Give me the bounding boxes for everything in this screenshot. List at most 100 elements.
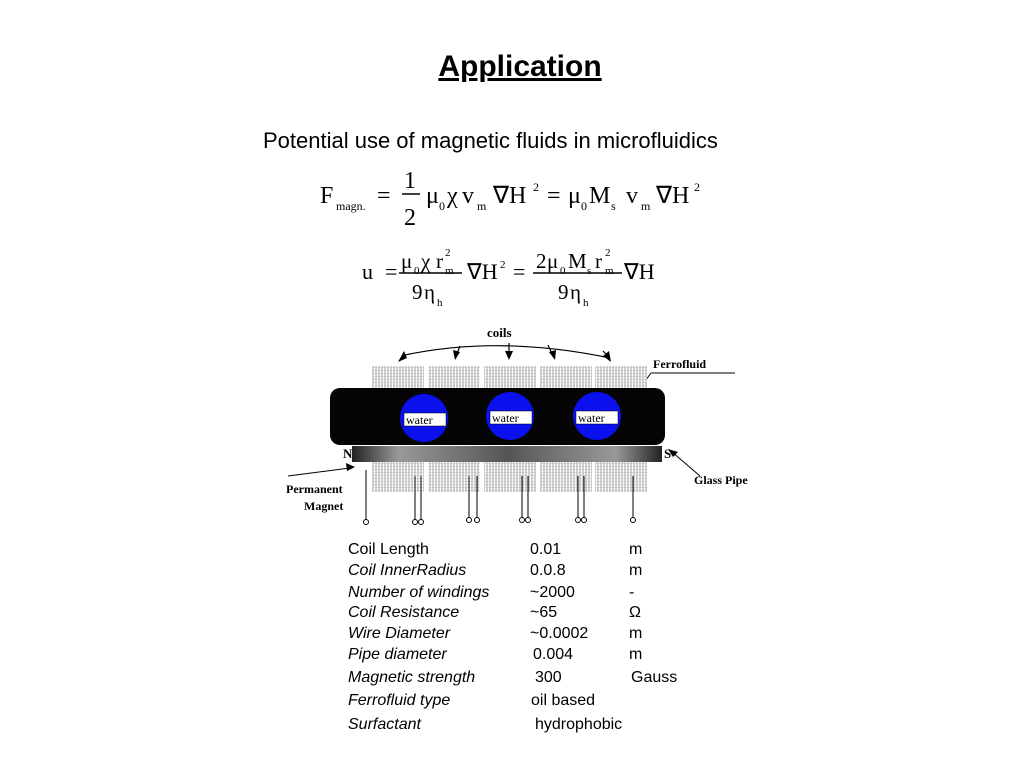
- coil-wires: [363, 470, 636, 525]
- eq1-v1-sub: m: [477, 199, 487, 213]
- slide-subtitle: Potential use of magnetic fluids in micr…: [263, 128, 718, 153]
- spec-label: Ferrofluid type: [348, 692, 451, 709]
- eq2-bigm: M: [568, 249, 587, 273]
- spec-value: oil based: [531, 692, 596, 709]
- eq1-nabla2: ∇H: [655, 183, 689, 209]
- spec-label: Pipe diameter: [348, 646, 447, 663]
- spec-unit: m: [629, 625, 643, 642]
- eq1-v1: v: [462, 183, 474, 209]
- eq2-eta1: η: [424, 280, 435, 304]
- eq2-r2-sup: 2: [605, 247, 611, 259]
- glass-pipe-leader: [671, 451, 701, 477]
- eq1-den: 2: [404, 205, 416, 231]
- eq2-eta2: η: [570, 280, 581, 304]
- eq1-mu2-sub: 0: [581, 199, 587, 213]
- coil-arrowhead-1: [398, 351, 407, 362]
- eq1-sup2: 2: [694, 180, 700, 194]
- eq1-bigm-sub: s: [611, 199, 616, 213]
- coil-top-2: [428, 366, 480, 388]
- magnet-leader: [287, 467, 351, 477]
- magnet-arrowhead: [346, 463, 355, 471]
- eq1-v2-sub: m: [641, 199, 651, 213]
- eq2-nine1: 9: [412, 280, 423, 304]
- eq1-v2: v: [626, 183, 638, 209]
- glass-pipe-arrowhead: [668, 449, 678, 457]
- eq2-eta1-sub: h: [437, 297, 443, 309]
- spec-label: Wire Diameter: [348, 625, 451, 642]
- eq1-f: F: [320, 183, 333, 209]
- spec-value: hydrophobic: [535, 716, 623, 733]
- force-equation: F magn. = 1 2 μ 0 χ v m ∇H 2 = μ 0 M s v…: [0, 0, 1024, 245]
- eq2-r1-sub: m: [445, 265, 454, 277]
- coil-bottom-5: [595, 462, 647, 492]
- water-label-box-3: [575, 410, 619, 425]
- eq1-nabla1: ∇H: [492, 183, 526, 209]
- eq1-num: 1: [404, 168, 416, 194]
- eq2-eq1: =: [385, 259, 397, 284]
- coil-arrowhead-5: [603, 351, 611, 362]
- ferrofluid-pump-diagram: coils Ferrofluid water water water: [275, 320, 765, 535]
- coil-arrowhead-4: [549, 350, 556, 360]
- eq2-eq2: =: [513, 259, 525, 284]
- eq2-r2: r: [595, 249, 602, 273]
- spec-value: 0.0.8: [530, 562, 566, 579]
- water-label-3: water: [578, 411, 605, 425]
- eq1-mu2: μ: [568, 183, 581, 209]
- spec-value: 0.004: [533, 646, 574, 663]
- eq2-mu2: μ: [547, 249, 558, 273]
- water-label-box-2: [489, 410, 533, 425]
- coils-label: coils: [487, 325, 512, 340]
- spec-value: ~65: [530, 604, 558, 621]
- coil-bottom-1: [372, 462, 424, 492]
- spec-unit: m: [629, 646, 643, 663]
- glass-pipe-label: Glass Pipe: [694, 473, 748, 487]
- spec-unit: m: [629, 541, 643, 558]
- coil-top-4: [540, 366, 592, 388]
- water-label-1: water: [406, 413, 433, 427]
- coil-bottom-4: [540, 462, 592, 492]
- eq2-r2-sub: m: [605, 265, 614, 277]
- spec-value: ~0.0002: [530, 625, 589, 642]
- magnet-label-line1: Permanent: [286, 482, 343, 496]
- magnet-label-line2: Magnet: [304, 499, 343, 513]
- eq2-nabla2: ∇H: [623, 259, 655, 284]
- eq1-sup1: 2: [533, 180, 539, 194]
- north-label: N: [343, 446, 353, 461]
- eq1-eq1: =: [377, 183, 391, 209]
- spec-value: 0.01: [530, 541, 562, 558]
- ferrofluid-label: Ferrofluid: [653, 357, 706, 371]
- velocity-equation: u = μ 0 χ r 2 m 9 η h ∇H 2 = 2 μ 0 M s r…: [0, 0, 1024, 325]
- glass-pipe-bar: [352, 446, 662, 462]
- spec-value: ~2000: [530, 584, 575, 601]
- eq2-eta2-sub: h: [583, 297, 589, 309]
- eq2-nabla1-sup: 2: [500, 259, 506, 271]
- spec-unit: Gauss: [631, 669, 678, 686]
- spec-value: 300: [535, 669, 562, 686]
- south-label: S: [664, 446, 671, 461]
- slide-title: Application: [438, 50, 602, 83]
- eq2-mu1-sub: 0: [414, 265, 420, 277]
- eq1-sub-magn: magn.: [336, 199, 366, 213]
- eq2-u: u: [362, 259, 373, 284]
- coil-arrowhead-3: [505, 351, 513, 360]
- eq1-mu1: μ: [426, 183, 439, 209]
- spec-label: Magnetic strength: [348, 669, 476, 686]
- eq2-two: 2: [536, 249, 547, 273]
- coil-top-5: [595, 366, 647, 388]
- spec-unit: -: [629, 584, 635, 601]
- eq2-bigm-sub: s: [587, 265, 591, 277]
- spec-label: Coil InnerRadius: [348, 562, 467, 579]
- water-label-2: water: [492, 411, 519, 425]
- eq2-chi: χ: [420, 249, 431, 273]
- eq1-mu1-sub: 0: [439, 199, 445, 213]
- eq1-bigm: M: [589, 183, 610, 209]
- coils-bracket: [404, 345, 611, 359]
- eq2-nabla1: ∇H: [466, 259, 498, 284]
- spec-label: Coil Resistance: [348, 604, 460, 621]
- eq2-nine2: 9: [558, 280, 569, 304]
- coil-bottom-2: [428, 462, 480, 492]
- eq2-r1-sup: 2: [445, 247, 451, 259]
- coil-top-1: [372, 366, 424, 388]
- eq1-chi: χ: [446, 183, 458, 209]
- coil-top-3: [484, 366, 536, 388]
